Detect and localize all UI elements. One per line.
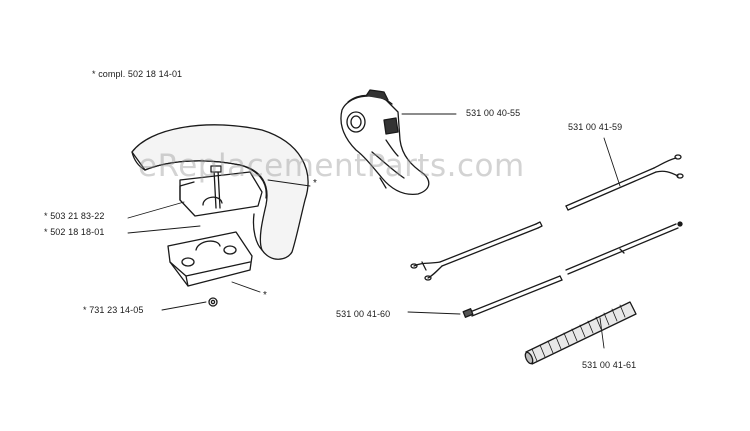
nut-drawing — [208, 297, 218, 307]
throttle-housing-drawing — [340, 89, 430, 196]
loop-handle-drawing — [131, 124, 309, 260]
throttle-cable-drawing — [565, 154, 684, 211]
compl-note-label: * compl. 502 18 14-01 — [92, 69, 183, 79]
part-label-throttle-cable: 531 00 41-59 — [568, 122, 623, 132]
lower-clamp-drawing — [167, 231, 253, 287]
spiral-hose-drawing — [524, 301, 637, 365]
part-label-handle-clamp-screw: * 503 21 83-22 — [44, 211, 105, 221]
part-label-throttle-housing: 531 00 40-55 — [466, 108, 521, 118]
stop-wire-drawing — [410, 221, 543, 281]
part-label-handle-clamp: * 502 18 18-01 — [44, 227, 105, 237]
watermark-logo: eReplacementParts.com — [138, 148, 525, 184]
part-label-protective-hose: 531 00 41-61 — [582, 360, 637, 370]
upper-cable-drawing — [565, 221, 683, 275]
part-label-stop-wire: 531 00 41-60 — [336, 309, 391, 319]
lower-cable-drawing — [462, 275, 563, 318]
marker-handle-bar: * — [313, 178, 317, 189]
upper-clamp-drawing — [179, 165, 263, 217]
part-label-handle-nut: * 731 23 14-05 — [83, 305, 144, 315]
marker-clamp-base: * — [263, 290, 267, 301]
